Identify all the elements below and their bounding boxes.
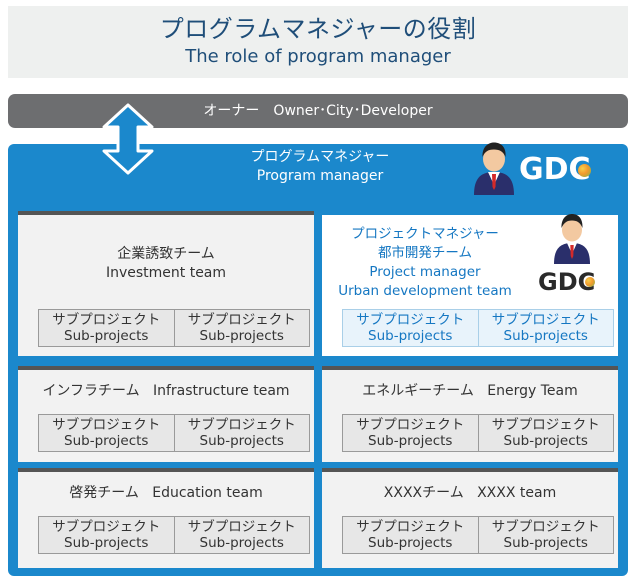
sub-project-label-ja: サブプロジェクト	[52, 312, 161, 328]
team-box-urban-development: プロジェクトマネジャー 都市開発チーム Project manager Urba…	[322, 211, 618, 356]
sub-project-label-en: Sub-projects	[64, 433, 149, 449]
sub-project-label-en: Sub-projects	[368, 433, 453, 449]
sub-project-label-en: Sub-projects	[503, 433, 588, 449]
sub-project-cell: サブプロジェクト Sub-projects	[343, 310, 478, 346]
team-box-xxxx: XXXXチーム XXXX team サブプロジェクト Sub-projects …	[322, 468, 618, 568]
team-title-en: Project manager	[369, 264, 481, 280]
team-title-en: Investment team	[105, 265, 227, 281]
team-title-ja: エネルギーチーム	[362, 383, 474, 399]
gdc-logo: GDC	[519, 152, 591, 188]
sub-project-label-en: Sub-projects	[368, 535, 453, 551]
team-title: プロジェクトマネジャー 都市開発チーム Project manager Urba…	[322, 225, 528, 301]
sub-project-label-ja: サブプロジェクト	[187, 312, 296, 328]
sub-project-cell: サブプロジェクト Sub-projects	[39, 310, 174, 346]
title-box: プログラムマネジャーの役割 The role of program manage…	[8, 6, 628, 78]
gdc-logo-c: C	[578, 268, 596, 296]
team-box-investment: 企業誘致チーム Investment team サブプロジェクト Sub-pro…	[18, 211, 314, 356]
person-icon	[474, 142, 514, 195]
sub-project-label-ja: サブプロジェクト	[52, 417, 161, 433]
team-title-ja: 啓発チーム	[69, 485, 139, 501]
team-box-education: 啓発チーム Education team サブプロジェクト Sub-projec…	[18, 468, 314, 568]
sub-project-cell: サブプロジェクト Sub-projects	[343, 415, 478, 451]
team-title-ja: プロジェクトマネジャー	[351, 226, 499, 242]
program-manager-label-en: Program manager	[256, 168, 384, 184]
program-manager-label-ja: プログラムマネジャー	[250, 149, 390, 165]
owner-label-ja: オーナー	[203, 103, 260, 119]
sub-project-label-ja: サブプロジェクト	[491, 417, 600, 433]
sub-project-cell: サブプロジェクト Sub-projects	[173, 415, 310, 451]
person-icon	[554, 214, 590, 264]
team-title-en: Infrastructure team	[152, 383, 290, 399]
gdc-logo-c: C	[569, 152, 591, 188]
team-title-ja: XXXXチーム	[383, 485, 464, 501]
team-box-infrastructure: インフラチーム Infrastructure team サブプロジェクト Sub…	[18, 366, 314, 462]
sub-project-cell: サブプロジェクト Sub-projects	[39, 517, 174, 553]
sub-projects: サブプロジェクト Sub-projects サブプロジェクト Sub-proje…	[342, 516, 614, 554]
team-title: 啓発チーム Education team	[18, 484, 314, 503]
sub-projects: サブプロジェクト Sub-projects サブプロジェクト Sub-proje…	[38, 414, 310, 452]
sub-project-label-ja: サブプロジェクト	[187, 519, 296, 535]
sub-project-label-en: Sub-projects	[199, 328, 284, 344]
team-title-ja: インフラチーム	[42, 383, 140, 399]
sub-project-label-ja: サブプロジェクト	[491, 519, 600, 535]
sub-projects: サブプロジェクト Sub-projects サブプロジェクト Sub-proje…	[342, 309, 614, 347]
team-title-ja: 企業誘致チーム	[117, 246, 215, 262]
team-title-en: XXXX team	[477, 485, 557, 501]
team-title-en-2: Urban development team	[338, 283, 512, 299]
sub-projects: サブプロジェクト Sub-projects サブプロジェクト Sub-proje…	[342, 414, 614, 452]
gdc-logo-dot-icon	[577, 164, 591, 177]
sub-project-cell: サブプロジェクト Sub-projects	[173, 310, 310, 346]
sub-project-label-en: Sub-projects	[368, 328, 453, 344]
sub-project-label-en: Sub-projects	[199, 433, 284, 449]
team-title: 企業誘致チーム Investment team	[18, 245, 314, 283]
program-manager-label: プログラムマネジャー Program manager	[170, 148, 470, 186]
sub-project-cell: サブプロジェクト Sub-projects	[477, 517, 614, 553]
sub-project-cell: サブプロジェクト Sub-projects	[173, 517, 310, 553]
team-title: エネルギーチーム Energy Team	[322, 382, 618, 401]
sub-project-label-ja: サブプロジェクト	[187, 417, 296, 433]
sub-project-label-en: Sub-projects	[503, 328, 588, 344]
sub-project-label-ja: サブプロジェクト	[52, 519, 161, 535]
sub-project-label-ja: サブプロジェクト	[491, 312, 600, 328]
team-title-en: Energy Team	[487, 383, 578, 399]
sub-project-cell: サブプロジェクト Sub-projects	[343, 517, 478, 553]
gdc-logo-dot-icon	[584, 277, 595, 287]
sub-project-label-en: Sub-projects	[64, 535, 149, 551]
sub-project-label-ja: サブプロジェクト	[356, 519, 465, 535]
sub-project-label-en: Sub-projects	[503, 535, 588, 551]
sub-project-label-en: Sub-projects	[64, 328, 149, 344]
double-arrow-icon	[102, 103, 154, 175]
sub-projects: サブプロジェクト Sub-projects サブプロジェクト Sub-proje…	[38, 516, 310, 554]
sub-project-cell: サブプロジェクト Sub-projects	[477, 310, 614, 346]
sub-project-label-ja: サブプロジェクト	[356, 312, 465, 328]
team-title: インフラチーム Infrastructure team	[18, 382, 314, 401]
sub-project-label-ja: サブプロジェクト	[356, 417, 465, 433]
gdc-logo-text: GDC	[538, 268, 595, 296]
owner-label-en: Owner･City･Developer	[273, 103, 433, 119]
gdc-logo-text: GDC	[519, 152, 591, 187]
gdc-logo: GDC	[538, 268, 595, 296]
page-subtitle: The role of program manager	[185, 46, 451, 67]
team-title-ja-2: 都市開発チーム	[377, 245, 473, 261]
sub-project-label-en: Sub-projects	[199, 535, 284, 551]
sub-project-cell: サブプロジェクト Sub-projects	[477, 415, 614, 451]
page-title: プログラムマネジャーの役割	[159, 15, 477, 43]
team-title: XXXXチーム XXXX team	[322, 484, 618, 503]
sub-projects: サブプロジェクト Sub-projects サブプロジェクト Sub-proje…	[38, 309, 310, 347]
team-title-en: Education team	[152, 485, 263, 501]
sub-project-cell: サブプロジェクト Sub-projects	[39, 415, 174, 451]
team-box-energy: エネルギーチーム Energy Team サブプロジェクト Sub-projec…	[322, 366, 618, 462]
